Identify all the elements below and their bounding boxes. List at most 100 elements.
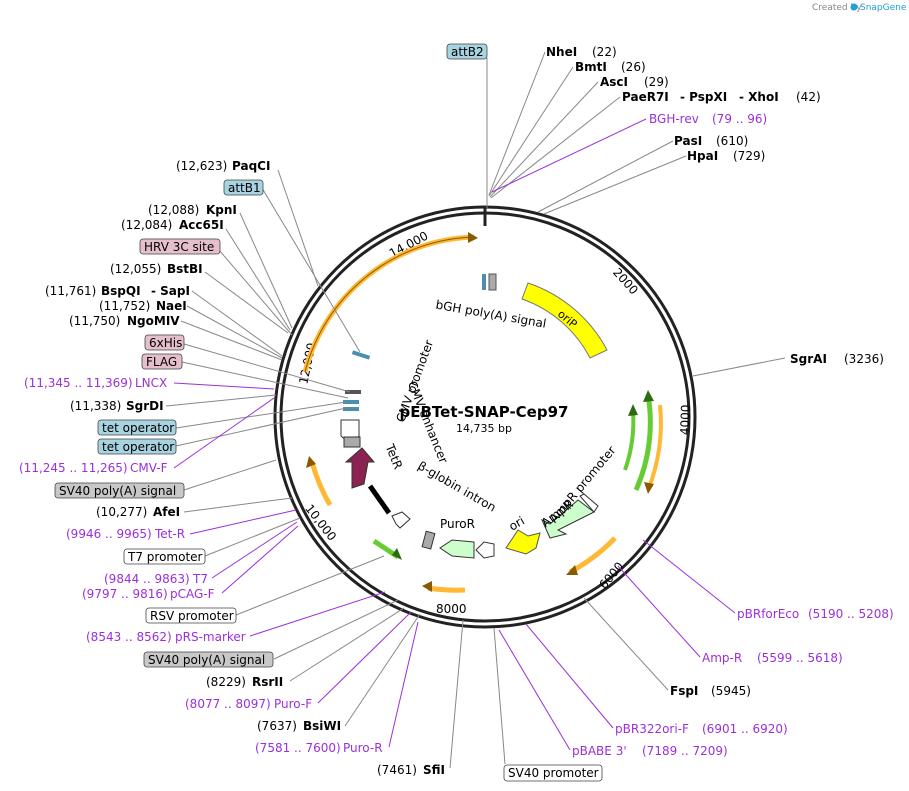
site-xhoi: - XhoI: [739, 90, 779, 104]
site-ngomiv-pos: (11,750): [69, 314, 120, 328]
site-bmti: BmtI: [575, 60, 607, 74]
tet-operator-label-2: tet operator: [102, 440, 174, 454]
leader-bsiwi: [344, 613, 421, 727]
site-afei: AfeI: [153, 505, 180, 519]
leader-t7: [211, 521, 298, 579]
tetr-label: TetR: [382, 441, 405, 471]
sv40-polya-label-2: SV40 poly(A) signal: [148, 653, 265, 667]
primer-pbabe3: pBABE 3': [572, 744, 627, 758]
sv40-promoter-arrow: [475, 541, 495, 559]
rsv-promoter-box: [145, 607, 237, 624]
ngomiv-block: [345, 390, 361, 394]
primer-t7: T7: [192, 572, 208, 586]
site-paqci: PaqCI: [232, 159, 270, 173]
leader-tet-op-2: [175, 407, 347, 447]
tet-operator-box-2: [97, 438, 177, 455]
puror-arrow: [439, 539, 475, 559]
sv40-polya-box-1: [54, 482, 185, 499]
site-fspi-pos: (5945): [711, 684, 751, 698]
6xhis-box: [144, 334, 185, 351]
leader-puro-f: [317, 611, 412, 704]
site-hpai-pos: (729): [733, 149, 765, 163]
tet-operator-block-2: [343, 407, 359, 411]
primer-prs-marker-pos: (8543 .. 8562): [86, 630, 172, 644]
site-pasi: PasI: [674, 134, 702, 148]
site-bstbi-pos: (12,055): [110, 262, 161, 276]
primer-puro-r-pos: (7581 .. 7600): [255, 741, 341, 755]
leader-asci: [489, 81, 599, 198]
site-ngomiv: NgoMIV: [127, 314, 180, 328]
small-white-arrow: [391, 511, 411, 529]
primer-t7-pos: (9844 .. 9863): [104, 572, 190, 586]
leader-naei: [186, 305, 283, 359]
leader-nhei: [488, 51, 546, 196]
right-primer-lines: [491, 118, 736, 751]
left-leader-lines: [165, 169, 464, 769]
tick-8000: 8000: [436, 602, 467, 616]
flag-label: FLAG: [146, 355, 177, 369]
site-sgrai: SgrAI: [790, 352, 827, 366]
site-nhei: NheI: [546, 45, 577, 59]
feature-arc-green-right-2: [623, 409, 636, 471]
primer-puro-r: Puro-R: [343, 741, 383, 755]
puror-label: PuroR: [440, 517, 475, 531]
right-labels: attB2 NheI (22) BmtI (26) AscI (29) PaeR…: [446, 43, 894, 782]
leader-sgrdi: [165, 394, 277, 407]
primer-prs-marker: pRS-marker: [175, 630, 246, 644]
arrowhead-green-2: [628, 404, 638, 416]
site-pasi-pos: (610): [716, 134, 748, 148]
leader-bstbi: [204, 271, 289, 334]
leader-paer7i: [490, 96, 621, 199]
site-sgrdi: SgrDI: [126, 399, 164, 413]
plasmid-size: 14,735 bp: [456, 422, 512, 435]
primer-puro-f: Puro-F: [274, 697, 312, 711]
primer-pbabe3-pos: (7189 .. 7209): [642, 744, 728, 758]
leader-pbr322ori: [525, 623, 614, 729]
site-acc65i: Acc65I: [179, 218, 224, 232]
leader-pbabe3: [498, 629, 571, 751]
site-asci: AscI: [600, 75, 628, 89]
leader-sv40-polya-1: [183, 459, 277, 491]
left-labels: (12,623) PaqCI attB1 (12,088) KpnI (12,0…: [19, 159, 464, 777]
leader-rsv-promoter: [235, 555, 385, 616]
tet-operator-block: [343, 400, 359, 404]
t7-promoter-label: T7 promoter: [127, 550, 203, 564]
leader-6xhis: [183, 343, 351, 393]
site-sfii-pos: (7461): [377, 763, 417, 777]
leader-fspi: [583, 597, 669, 691]
leader-acc65i: [225, 228, 291, 331]
site-fspi: FspI: [670, 684, 698, 698]
leader-cmv-f: [173, 397, 275, 469]
orip-feature: [521, 282, 608, 359]
bglobin-label: β-globin intron: [415, 459, 498, 515]
primer-tet-r-pos: (9946 .. 9965): [66, 527, 152, 541]
feature-arc-10000: [309, 461, 333, 507]
arrowhead-8000: [422, 581, 432, 592]
leader-t7-promoter: [204, 517, 301, 557]
primer-cmv-f: CMV-F: [130, 461, 168, 475]
leader-tet-op-1: [175, 401, 347, 429]
leader-bspqi: [191, 290, 283, 357]
leader-sgrai: [692, 357, 786, 377]
primer-lncx: LNCX: [135, 376, 167, 390]
watermark-app: SnapGene: [860, 3, 907, 13]
arrowhead-upper-left: [468, 232, 478, 243]
primer-pbr322ori-f-pos: (6901 .. 6920): [702, 722, 788, 736]
primer-bgh-rev-pos: (79 .. 96): [712, 112, 767, 126]
rsv-promoter-label: RSV promoter: [150, 609, 234, 623]
leader-afei: [183, 497, 293, 513]
site-bspqi: BspQI: [101, 284, 141, 298]
ampr-arrow: [540, 499, 595, 539]
site-sfii: SfiI: [423, 763, 445, 777]
leader-amp-r: [617, 565, 701, 658]
arrowhead-10000: [306, 456, 316, 468]
site-sgrai-pos: (3236): [844, 352, 884, 366]
bgh-polya-block: [488, 273, 497, 291]
leader-lncx: [173, 382, 275, 390]
tick-4000: 4000: [678, 404, 693, 435]
site-naei-pos: (11,752): [99, 299, 150, 313]
green-small-arrowhead: [392, 548, 402, 560]
sv40-polya-label-1: SV40 poly(A) signal: [59, 484, 176, 498]
leader-prs-marker: [249, 591, 386, 637]
leader-pcag-f: [221, 525, 299, 594]
